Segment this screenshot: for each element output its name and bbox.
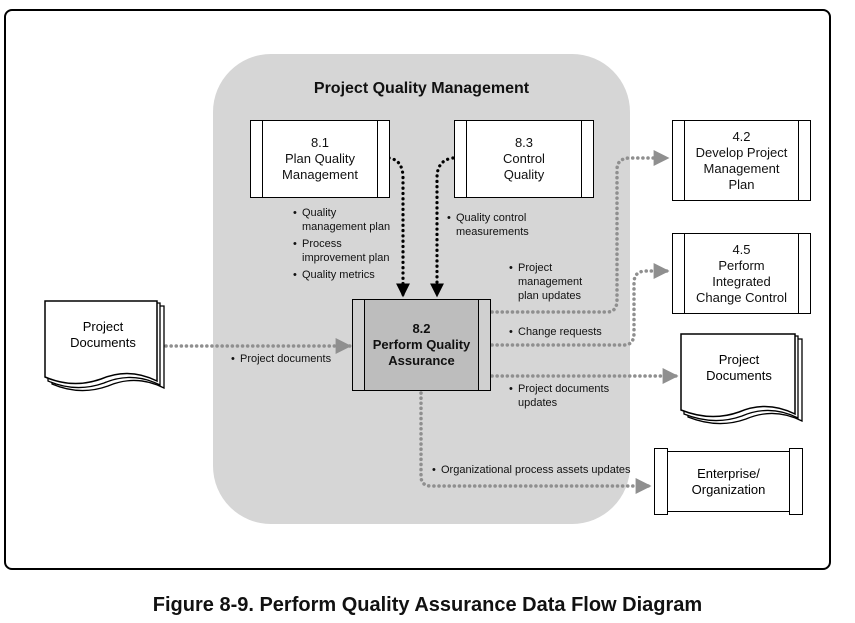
process-name-line: Change Control <box>695 289 788 305</box>
process-name-line: Control <box>503 151 545 166</box>
process-name-line: Plan <box>728 176 755 192</box>
flow-change-requests <box>490 263 670 347</box>
document-stack-icon <box>44 300 165 392</box>
process-name-line: Perform Quality <box>372 337 471 352</box>
entity-cap-right <box>789 448 803 515</box>
diagram-frame <box>4 9 831 570</box>
process-number: 4.2 <box>732 128 751 144</box>
flow-pm-plan-updates <box>490 150 670 314</box>
process-4-5-perform-integrated-change-control[interactable]: 4.5 Perform Integrated Change Control <box>672 233 811 314</box>
process-name-line: Assurance <box>388 353 455 368</box>
document-label-line: Project <box>82 318 124 334</box>
process-number: 4.5 <box>732 241 751 257</box>
group-title: Project Quality Management <box>313 80 530 97</box>
document-label-line: Documents <box>706 367 772 383</box>
process-name-line: Develop Project <box>695 144 788 160</box>
figure-caption: Figure 8-9. Perform Quality Assurance Da… <box>152 594 703 616</box>
document-label-line: Project <box>718 351 760 367</box>
process-name-line: Plan Quality <box>284 151 356 166</box>
process-name-line: Management <box>282 167 358 182</box>
flow-label-opa-updates: •Organizational process assets updates <box>432 464 631 476</box>
document-stack-icon <box>680 333 803 425</box>
process-number: 8.2 <box>412 321 431 336</box>
flow-label-project-documents-updates: •Project documents updates <box>509 383 610 409</box>
process-name-line: Management <box>703 160 780 176</box>
flow-label-pm-plan-updates: •Project management plan updates <box>509 262 583 302</box>
process-number: 8.1 <box>310 135 330 150</box>
process-8-1-plan-quality-management[interactable]: 8.1 Plan Quality Management <box>250 120 390 198</box>
process-name-line: Perform <box>718 257 765 273</box>
flow-label-change-requests: •Change requests <box>509 326 602 338</box>
flow-label-from-8-3: •Quality control measurements <box>447 212 529 238</box>
entity-label-line: Enterprise/ <box>697 465 760 481</box>
process-name-line: Integrated <box>712 273 771 289</box>
project-documents-input[interactable]: Project Documents <box>44 300 168 392</box>
process-name-line: Quality <box>503 167 545 182</box>
enterprise-organization-entity[interactable]: Enterprise/ Organization <box>654 448 803 515</box>
project-documents-output[interactable]: Project Documents <box>680 333 804 425</box>
entity-label-line: Organization <box>691 481 766 497</box>
flow-81-to-82 <box>387 156 410 298</box>
flow-83-to-82 <box>430 156 455 298</box>
process-number: 8.3 <box>514 135 534 150</box>
process-8-3-control-quality[interactable]: 8.3 Control Quality <box>454 120 594 198</box>
process-4-2-develop-project-management-plan[interactable]: 4.2 Develop Project Management Plan <box>672 120 811 201</box>
process-8-2-perform-quality-assurance[interactable]: 8.2 Perform Quality Assurance <box>352 299 491 391</box>
document-label-line: Documents <box>70 334 136 350</box>
entity-cap-left <box>654 448 668 515</box>
flow-label-project-documents: •Project documents <box>231 353 332 365</box>
flow-label-from-8-1: •Quality management plan •Process improv… <box>293 207 391 281</box>
flow-opa-updates <box>419 391 652 494</box>
